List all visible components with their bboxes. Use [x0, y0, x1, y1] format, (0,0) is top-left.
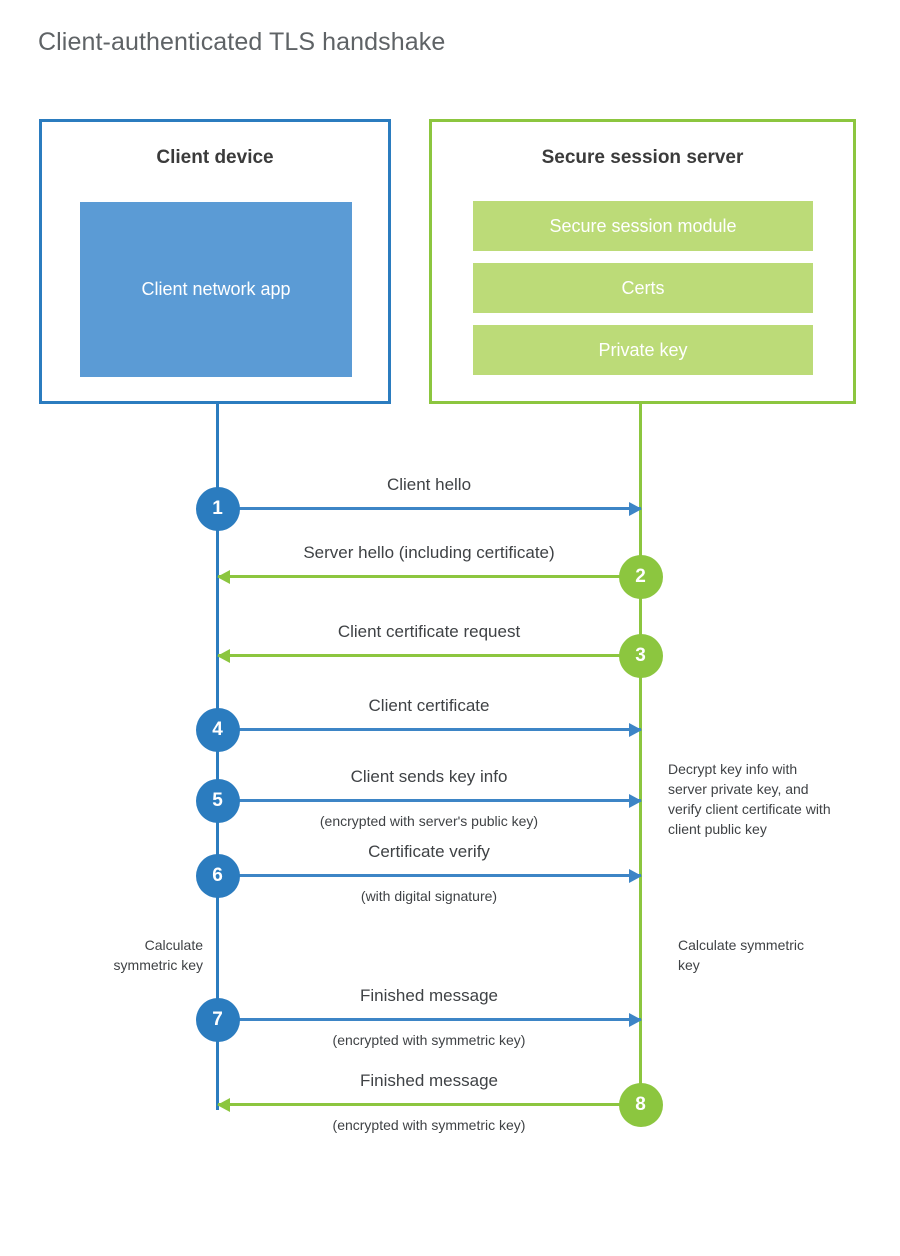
- message-label-1: Client hello: [386, 475, 472, 494]
- arrow-head-icon-4: [628, 722, 642, 737]
- message-line-6: [217, 874, 641, 877]
- message-sublabel-6: (with digital signature): [360, 888, 498, 904]
- message-line-5: [217, 799, 641, 802]
- secure-session-server-box: Secure session server Secure session mod…: [429, 119, 856, 404]
- arrow-head-icon-2: [216, 569, 230, 584]
- message-label-6: Certificate verify: [368, 842, 490, 861]
- step-badge-1[interactable]: 1: [195, 486, 240, 531]
- message-line-8: [217, 1103, 641, 1106]
- step-badge-5[interactable]: 5: [195, 778, 240, 823]
- arrow-head-icon-7: [628, 1012, 642, 1027]
- secure-session-server-title: Secure session server: [541, 147, 744, 168]
- step-badge-6[interactable]: 6: [195, 853, 240, 898]
- message-label-8: Finished message: [360, 1071, 498, 1090]
- message-label-7: Finished message: [360, 986, 498, 1005]
- message-label-4: Client certificate: [368, 696, 490, 715]
- note-client-calculate-symmetric-key: Calculate symmetric key: [113, 937, 203, 973]
- server-component-secure-session-module: Secure session module: [473, 201, 813, 251]
- note-server-decrypt: Decrypt key info with server private key…: [668, 761, 831, 837]
- step-badge-7[interactable]: 7: [195, 997, 240, 1042]
- arrow-head-icon-3: [216, 648, 230, 663]
- page-title: Client-authenticated TLS handshake: [38, 28, 446, 56]
- message-sublabel-8: (encrypted with symmetric key): [332, 1117, 526, 1133]
- client-device-box: Client device Client network app: [39, 119, 391, 404]
- message-label-5: Client sends key info: [350, 767, 508, 786]
- message-label-2: Server hello (including certificate): [303, 543, 555, 562]
- step-badge-2[interactable]: 2: [618, 554, 663, 599]
- message-line-4: [217, 728, 641, 731]
- server-component-private-key: Private key: [473, 325, 813, 375]
- arrow-head-icon-5: [628, 793, 642, 808]
- message-line-7: [217, 1018, 641, 1021]
- message-line-2: [217, 575, 641, 578]
- note-server-calculate-symmetric-key: Calculate symmetric key: [678, 937, 805, 973]
- arrow-head-icon-8: [216, 1097, 230, 1112]
- message-label-3: Client certificate request: [337, 622, 521, 641]
- step-badge-8[interactable]: 8: [618, 1082, 663, 1127]
- server-component-certs: Certs: [473, 263, 813, 313]
- arrow-head-icon-6: [628, 868, 642, 883]
- server-lifeline: [639, 404, 642, 1104]
- client-network-app-block: Client network app: [80, 202, 352, 377]
- message-sublabel-5: (encrypted with server's public key): [319, 813, 539, 829]
- step-badge-4[interactable]: 4: [195, 707, 240, 752]
- client-lifeline: [216, 404, 219, 1110]
- message-line-1: [217, 507, 641, 510]
- message-line-3: [217, 654, 641, 657]
- message-sublabel-7: (encrypted with symmetric key): [332, 1032, 526, 1048]
- client-device-title: Client device: [156, 147, 274, 168]
- arrow-head-icon-1: [628, 501, 642, 516]
- step-badge-3[interactable]: 3: [618, 633, 663, 678]
